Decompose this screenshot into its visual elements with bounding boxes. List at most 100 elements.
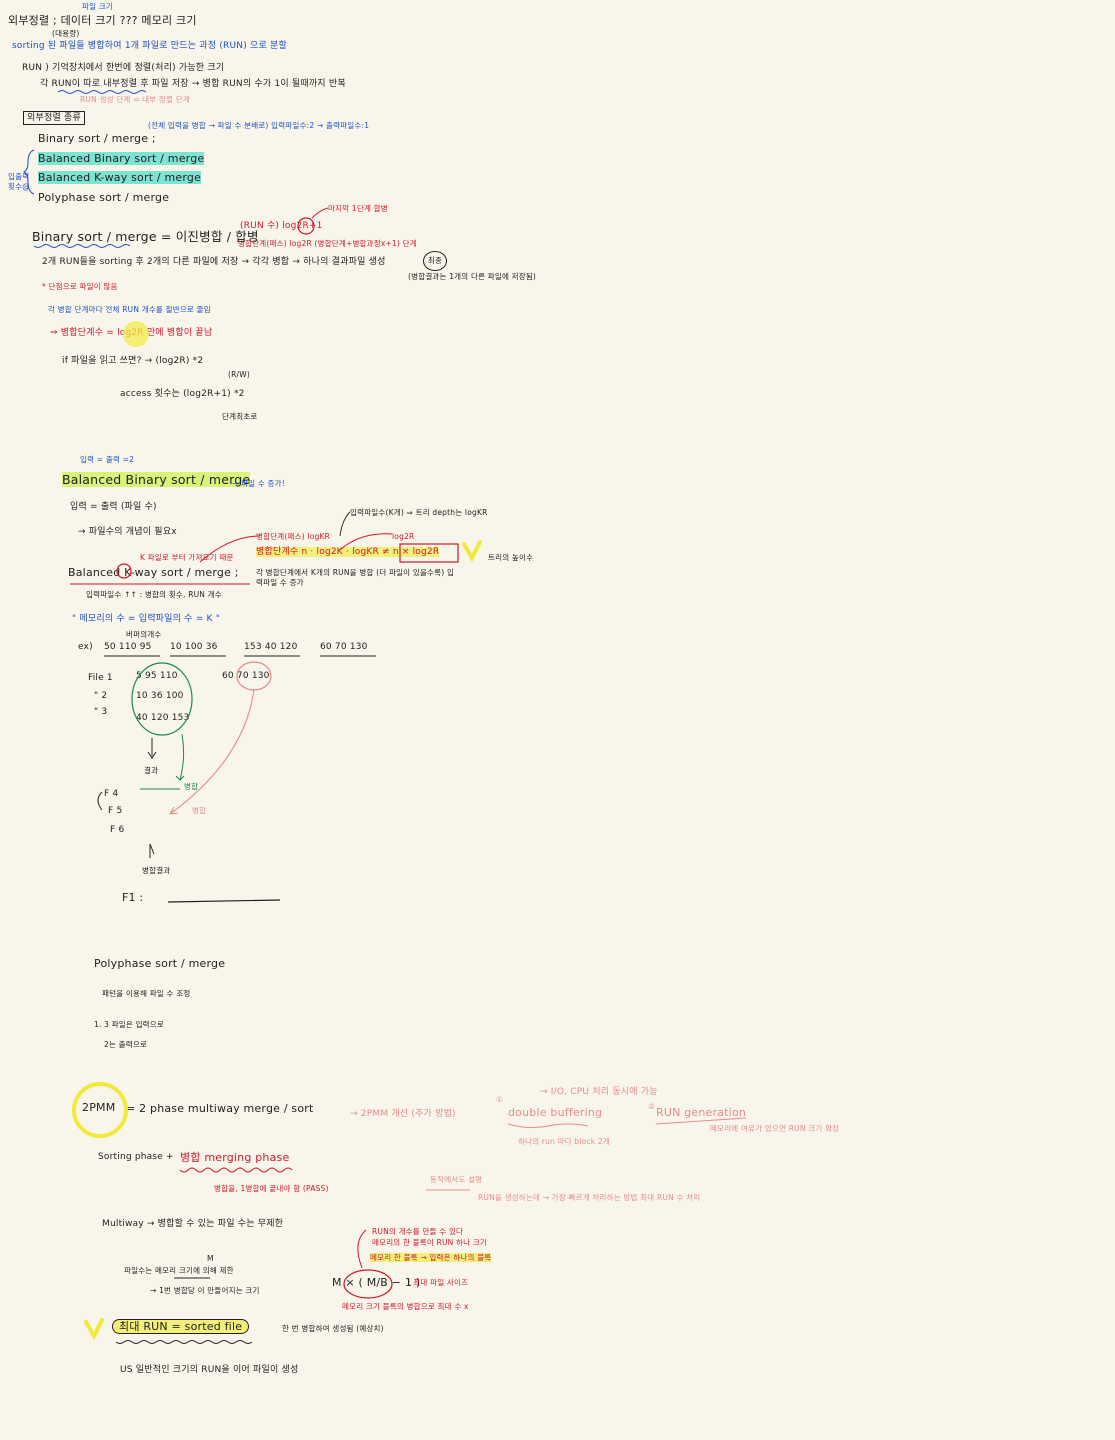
merge-down-arrow bbox=[149, 843, 155, 858]
k-top-note: 입력파일수(K개) ⇒ 트리 depth는 logKR bbox=[350, 508, 488, 517]
twopmm-multiway: Multiway → 병합할 수 있는 파일 수는 무제한 bbox=[102, 1219, 284, 1229]
binary-formula: (RUN 수) log2R+1 bbox=[240, 221, 323, 231]
twopmm-db: double buffering bbox=[508, 1106, 603, 1119]
balanced-title-text: Balanced Binary sort / merge bbox=[62, 472, 251, 487]
ex-label: ex) bbox=[78, 642, 93, 652]
twopmm-merging: 병합 merging phase bbox=[180, 1151, 290, 1164]
binary-blue-line: 각 병합 단계마다 전체 RUN 개수를 절반으로 줄임 bbox=[48, 305, 211, 314]
merge-note: 병합결과 bbox=[142, 866, 171, 875]
twopmm-final-text: 최대 RUN = sorted file bbox=[112, 1319, 250, 1334]
twopmm-limit2: → 1번 병합당 이 만들어지는 크기 bbox=[150, 1286, 260, 1295]
binary-if-line: if 파일을 읽고 쓰면? → (log2R) *2 bbox=[62, 356, 204, 366]
binary-formula-note: 마지막 1단계 합병 bbox=[328, 204, 388, 213]
binary-access-line: access 횟수는 (log2R+1) *2 bbox=[120, 389, 245, 399]
binary-access-sub: 단계최초로 bbox=[222, 412, 258, 421]
intro-line4-sub: RUN 생성 단계 = 내부 정렬 단계 bbox=[80, 95, 190, 104]
twopmm-note-r4: 메모리 크기 블록의 병합으로 최대 수 x bbox=[342, 1302, 469, 1311]
binary-line1: 2개 RUN들을 sorting 후 2개의 다른 파일에 저장 → 각각 병합… bbox=[42, 257, 386, 267]
final-underline bbox=[115, 1340, 253, 1344]
twopmm-note-r1: RUN의 개수를 만들 수 있다 bbox=[372, 1227, 464, 1236]
twopmm-note-pink2: RUN을 생성하는데 → 가장 빠르게 처리하는 방법 최대 RUN 수 처리 bbox=[478, 1193, 701, 1202]
pink-note: 병합 bbox=[192, 806, 207, 815]
file-row-2-label: " 2 bbox=[94, 691, 108, 701]
types-note: (전체 입력을 병합 → 파일 수 분배로) 입력파일수:2 → 출력파일수:1 bbox=[148, 121, 370, 130]
out-row-f6: F 6 bbox=[110, 825, 125, 835]
output-bracket bbox=[97, 791, 103, 811]
final-f1: F1 : bbox=[122, 891, 144, 904]
twopmm-note-r3-text: 메모리 한 블록 → 입력은 하나의 블록 bbox=[370, 1253, 492, 1262]
ex-value-2: 10 100 36 bbox=[170, 642, 218, 652]
out-row-f5: F 5 bbox=[108, 806, 123, 816]
types-heading: 외부정렬 종류 bbox=[23, 111, 85, 125]
polyphase-title: Polyphase sort / merge bbox=[94, 957, 226, 970]
binary-formula2: 병합단계(패스) log2R (병합단계+병합과정x+1) 단계 bbox=[238, 239, 417, 248]
k-top-arrow bbox=[339, 511, 351, 537]
types-item-balanced-binary: Balanced Binary sort / merge bbox=[38, 152, 205, 166]
db-underline bbox=[507, 1123, 589, 1129]
twopmm-db-top: → I/O, CPU 처리 동시에 가능 bbox=[540, 1087, 658, 1097]
twopmm-limit-m: M bbox=[207, 1254, 214, 1263]
twopmm-formula: M × ( M/B − 1 ) bbox=[332, 1276, 421, 1289]
types-item-balanced-kway: Balanced K-way sort / merge bbox=[38, 171, 202, 185]
twopmm-merging-sub: 병합을, 1병합에 끝내야 함 (PASS) bbox=[214, 1184, 329, 1193]
twopmm-rg: RUN generation bbox=[656, 1106, 747, 1119]
file-row-1-vals: 5 95 110 bbox=[136, 671, 178, 681]
intro-wavy-underline bbox=[57, 90, 147, 94]
k-red2: 병합단계(패스) logKR bbox=[256, 532, 330, 541]
binary-title: Binary sort / merge = 이진병합 / 합병 bbox=[32, 229, 259, 244]
k-formula-text: 병합단계수 n · log2K · logKR ≠ n × log2R bbox=[256, 547, 440, 557]
types-item-polyphase: Polyphase sort / merge bbox=[38, 191, 170, 204]
binary-circled-final: 최종 bbox=[423, 251, 447, 271]
twopmm-rg-sub: 메모리에 여유가 있으면 RUN 크기 확장 bbox=[710, 1124, 840, 1133]
balanced-highlight: Balanced Binary sort / merge bbox=[38, 152, 205, 165]
twopmm-final: 최대 RUN = sorted file bbox=[112, 1319, 250, 1334]
polyphase-line1: 패턴을 이용해 파일 수 조정 bbox=[102, 989, 191, 998]
polyphase-line3: 2는 출력으로 bbox=[104, 1040, 148, 1049]
file-row-2-vals: 10 36 100 bbox=[136, 691, 184, 701]
k-quote: " 메모리의 수 = 입력파일의 수 = K " bbox=[72, 614, 221, 624]
twopmm-db-sub: 하나의 run 마다 block 2개 bbox=[518, 1137, 610, 1146]
merging-wavy-underline bbox=[179, 1167, 293, 1173]
k-quote-sub: 버퍼의개수 bbox=[126, 630, 162, 639]
twopmm-circle-text: 2PMM bbox=[82, 1101, 116, 1114]
k-formula: 병합단계수 n · log2K · logKR ≠ n × log2R bbox=[256, 546, 440, 558]
binary-star: * 단점으로 파일이 많음 bbox=[42, 282, 118, 291]
ex-value-1: 50 110 95 bbox=[104, 642, 152, 652]
green-note: 병합 bbox=[184, 782, 199, 791]
intro-line1-sub: (대용량) bbox=[52, 29, 80, 38]
intro-line2: sorting 된 파일들 병합하여 1개 파일로 만드는 과정 (RUN) 으… bbox=[12, 41, 287, 51]
k-after: 트리의 높이수 bbox=[488, 553, 534, 562]
ex-value-3: 153 40 120 bbox=[244, 642, 298, 652]
k-red3: log2R bbox=[392, 532, 415, 541]
balanced-line2: → 파일수의 개념이 필요x bbox=[78, 527, 177, 537]
check-mark-1 bbox=[462, 540, 482, 563]
file-row-1-label: File 1 bbox=[88, 673, 113, 683]
file-row-3-label: " 3 bbox=[94, 707, 108, 717]
types-item-binary: Binary sort / merge ; bbox=[38, 132, 156, 145]
intro-note-above: 파일 크기 bbox=[82, 2, 113, 11]
arrow-label: 결과 bbox=[144, 766, 159, 775]
pink-arrow bbox=[169, 689, 255, 815]
formula-red-bracket bbox=[357, 1229, 367, 1269]
intro-line1: 외부정렬 ; 데이터 크기 ??? 메모리 크기 bbox=[8, 14, 197, 27]
out-row-f4: F 4 bbox=[104, 789, 119, 799]
balanced-line1: 입력 = 출력 (파일 수) bbox=[70, 502, 157, 512]
twopmm-note-pink: 동작에서도 설명 bbox=[430, 1175, 483, 1184]
balanced-title-note: → 파일 수 증가! bbox=[232, 479, 285, 488]
final-f1-line bbox=[167, 899, 281, 903]
twopmm-formula-note: ; 최대 파일 사이즈 bbox=[408, 1278, 469, 1287]
intro-line4: 각 RUN이 따로 내부정렬 후 파일 저장 → 병합 RUN의 수가 1이 될… bbox=[40, 79, 346, 89]
twopmm-final-note: 한 번 병합하여 생성됨 (예상치) bbox=[282, 1324, 384, 1333]
down-arrow bbox=[147, 738, 157, 759]
binary-note-right: (병합결과는 1개의 다른 파일에 저장됨) bbox=[408, 272, 537, 281]
binary-rw: (R/W) bbox=[228, 370, 251, 379]
twopmm-title: = 2 phase multiway merge / sort bbox=[126, 1102, 314, 1115]
intro-line3: RUN ) 기억장치에서 한번에 정렬(처리) 가능한 크기 bbox=[22, 63, 225, 73]
twopmm-note-r3: 메모리 한 블록 → 입력은 하나의 블록 bbox=[370, 1253, 492, 1263]
twopmm-last: US 일반적인 크기의 RUN을 이어 파일이 생성 bbox=[120, 1365, 299, 1375]
twopmm-sorting: Sorting phase + bbox=[98, 1152, 174, 1162]
check-mark-2 bbox=[84, 1318, 104, 1341]
binary-arrow-line: ⇒ 병합단계수 = log2R 만에 병합이 끝남 bbox=[50, 328, 213, 338]
k-line2: 입력파일수 ↑↑ : 병합의 횟수, RUN 개수 bbox=[86, 590, 222, 599]
